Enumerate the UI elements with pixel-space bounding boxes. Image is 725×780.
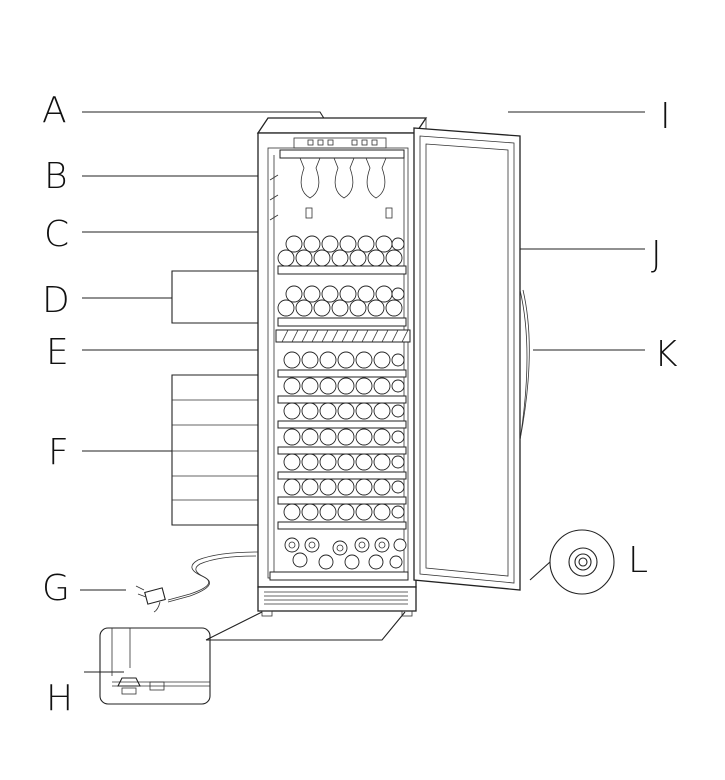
base-grille <box>257 586 417 617</box>
callout-label-i: I <box>660 96 671 137</box>
control-buttons <box>307 139 378 146</box>
bottom-plate <box>269 571 409 581</box>
cabinet <box>256 117 428 617</box>
bottle-row-d1 <box>285 285 405 303</box>
shelf-f-5 <box>277 453 407 480</box>
divider-e <box>275 329 411 343</box>
leader-bracket-d <box>171 270 290 324</box>
shelf-f-1 <box>277 351 407 378</box>
door-gasket <box>419 135 515 584</box>
lower-shelves <box>269 351 409 581</box>
door-glass <box>425 143 509 577</box>
callout-label-f: F <box>48 432 69 473</box>
cabinet-top <box>256 117 428 134</box>
leader-line-h-right <box>206 611 406 641</box>
callout-label-h: H <box>46 678 73 719</box>
shelf-f-7 <box>277 503 407 530</box>
callout-label-b: B <box>44 156 68 197</box>
leader-line-c <box>82 231 284 257</box>
leader-line-h-left <box>205 611 263 641</box>
callout-label-j: J <box>651 234 662 275</box>
bottom-bottles <box>284 537 407 570</box>
power-cord <box>135 551 259 613</box>
bottle-row-c <box>285 235 405 253</box>
callout-label-g: G <box>42 568 70 609</box>
side-wall-ribs <box>269 155 405 575</box>
bottle-row-c2 <box>277 249 403 267</box>
callout-label-k: K <box>654 334 678 375</box>
door-frame <box>413 127 521 591</box>
callout-label-a: A <box>42 90 67 131</box>
bottle-row-d2 <box>277 299 403 317</box>
callout-label-d: D <box>42 280 70 321</box>
shelf-d <box>277 317 407 327</box>
leader-line-l <box>529 561 551 581</box>
callout-label-l: L <box>628 540 648 581</box>
control-panel <box>293 137 387 149</box>
shelf-f-3 <box>277 402 407 429</box>
door <box>413 127 530 591</box>
shelf-c <box>277 265 407 275</box>
door-lock-detail <box>549 529 615 595</box>
shelf-f-2 <box>277 377 407 404</box>
callout-label-e: E <box>46 332 69 373</box>
shelf-f-6 <box>277 478 407 505</box>
leader-bracket-f <box>171 374 290 526</box>
shelf-f-4 <box>277 428 407 455</box>
door-handle <box>519 289 528 441</box>
glass-rack <box>279 149 405 219</box>
plug-body <box>144 587 166 605</box>
leader-lines <box>80 111 645 673</box>
leveling-foot-detail <box>99 627 211 705</box>
upper-shelves <box>277 235 407 327</box>
callout-label-c: C <box>44 214 69 255</box>
